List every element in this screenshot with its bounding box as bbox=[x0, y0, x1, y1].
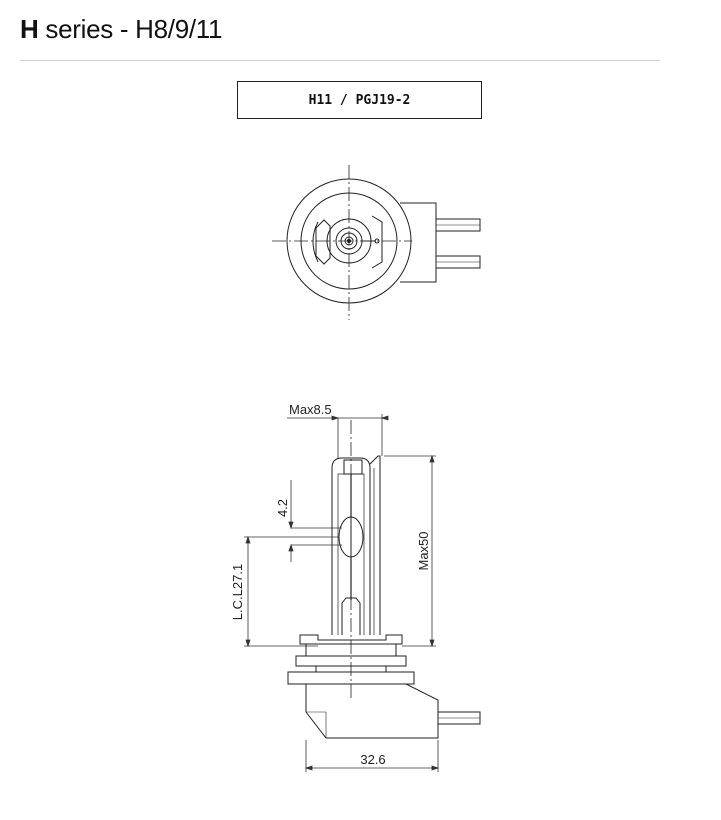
spec-label: H11 / PGJ19-2 bbox=[308, 92, 411, 108]
title-divider bbox=[20, 60, 660, 61]
dim-base-width-label: 32.6 bbox=[360, 752, 385, 767]
dim-max-height-label: Max50 bbox=[416, 531, 431, 570]
title-suffix: series - H8/9/11 bbox=[38, 14, 223, 44]
dim-gap-label: 4.2 bbox=[275, 499, 290, 517]
side-view bbox=[287, 420, 481, 739]
dim-max-width-label: Max8.5 bbox=[289, 402, 332, 417]
dim-light-center-label: L.C.L27.1 bbox=[230, 564, 245, 620]
page-title: H series - H8/9/11 bbox=[20, 14, 223, 45]
dimension-lines bbox=[244, 414, 440, 772]
title-prefix: H bbox=[20, 14, 39, 44]
spec-label-box: H11 / PGJ19-2 bbox=[237, 81, 482, 119]
top-view bbox=[272, 165, 481, 320]
